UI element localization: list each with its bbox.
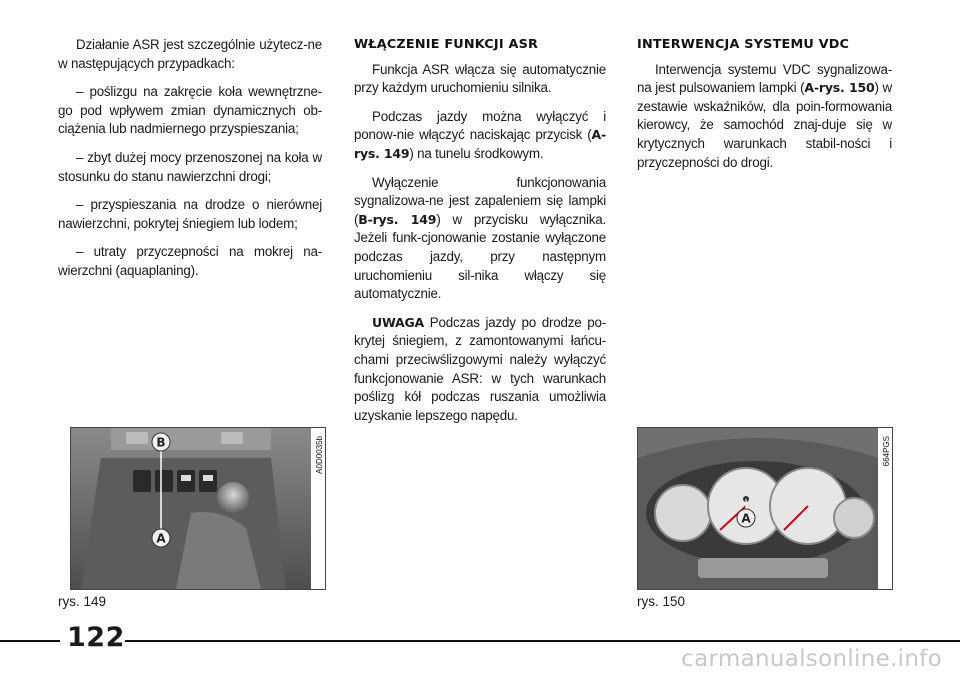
paragraph: Funkcja ASR włącza się automatycznie prz… [354,61,606,96]
text-column-left: Działanie ASR jest szczególnie użytecz-n… [58,36,322,291]
paragraph: Interwencja systemu VDC sygnalizowa-na j… [637,61,893,170]
figure-code-strip: 664PGS [878,428,892,589]
figure-reference[interactable]: A-rys. 149 [354,127,606,161]
list-item: – poślizgu na zakręcie koła wewnętrzne-g… [58,84,322,137]
label-a: A [156,532,166,546]
label-a: A [741,512,751,526]
list-item: – zbyt dużej mocy przenoszonej na koła w… [58,149,322,184]
note-paragraph: UWAGA Podczas jazdy po drodze po-krytej … [354,314,606,423]
footer-rule [125,640,960,642]
list-item: – przyspieszania na drodze o nierównej n… [58,197,322,231]
intro-paragraph: Działanie ASR jest szczególnie użytecz-n… [58,37,322,71]
gear-knob-icon [217,482,249,514]
gauge-icon [654,484,712,542]
figure-caption: rys. 149 [58,594,107,609]
label-a-marker [151,528,171,548]
figure-149-photo: B A A0D0035b [70,427,326,590]
footer-rule [0,640,60,642]
figure-code: 664PGS [882,436,891,467]
switch-row [133,470,217,492]
note-label: UWAGA [372,314,424,330]
figure-caption: rys. 150 [637,594,686,609]
page-number: 122 [67,622,125,653]
section-heading-vdc: INTERWENCJA SYSTEMU VDC [637,37,850,52]
label-a-marker [736,508,756,528]
paragraph: Podczas jazdy można wyłączyć i ponow-nie… [354,108,606,161]
text-column-middle: WŁĄCZENIE FUNKCJI ASR Funkcja ASR włącza… [354,36,606,435]
label-b: B [156,436,165,450]
watermark: carmanualsonline.info [681,646,942,672]
list-item: – utraty przyczepności na mokrej na-wier… [58,244,322,278]
figure-reference[interactable]: A-rys. 150 [804,80,875,96]
section-heading-asr: WŁĄCZENIE FUNKCJI ASR [354,37,539,52]
paragraph: Wyłączenie funkcjonowania sygnalizowa-ne… [354,174,606,302]
figure-150-photo: A 664PGS [637,427,893,590]
figure-reference[interactable]: B-rys. 149 [358,211,437,227]
figure-code: A0D0035b [315,436,324,474]
gauge-icon [833,497,875,539]
dashboard-illustration: A [638,428,878,589]
figure-code-strip: A0D0035b [311,428,325,589]
text-column-right: INTERWENCJA SYSTEMU VDC Interwencja syst… [637,36,892,182]
label-b-marker [151,432,171,452]
console-illustration: B A [71,428,311,589]
